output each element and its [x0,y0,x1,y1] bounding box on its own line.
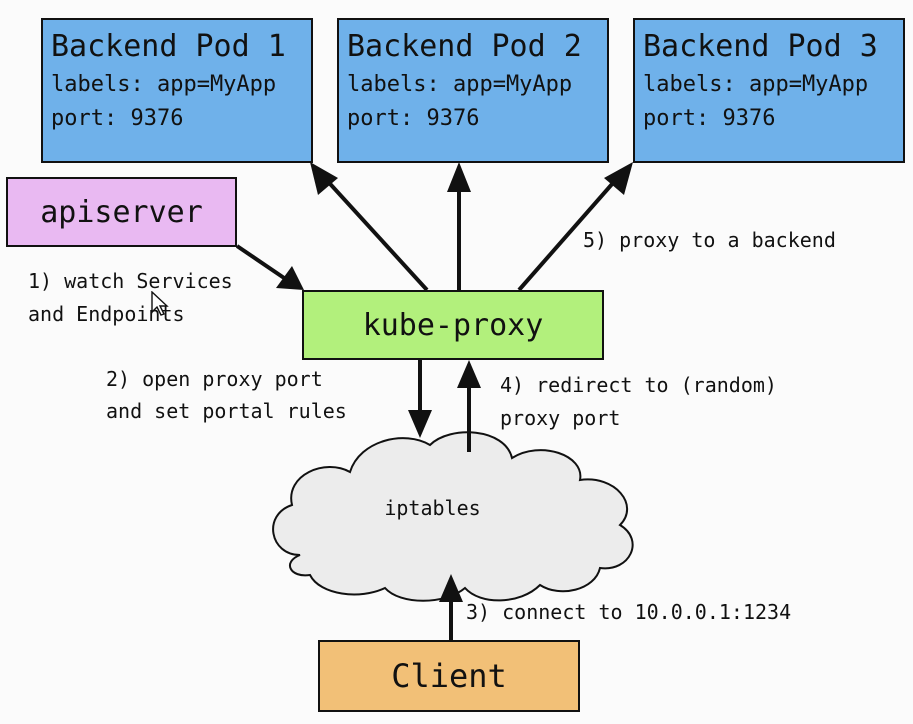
arrowhead-pod2 [447,162,471,192]
step2-label-line2: and set portal rules [106,399,347,423]
step4-label-line2: proxy port [500,406,621,430]
pod-title: Backend Pod 3 [643,29,878,64]
arrowhead-iptables [408,410,432,438]
step5-label: 5) proxy to a backend [583,228,836,252]
step3-label: 3) connect to 10.0.0.1:1234 [466,600,792,624]
kube-proxy-label: kube-proxy [362,307,544,343]
client-node: Client [318,640,580,712]
backend-pod-3: Backend Pod 3 labels: app=MyApp port: 93… [633,18,905,163]
pod-labels: labels: app=MyApp [347,72,573,97]
arrowhead-iptables-from-client [439,574,463,602]
backend-pod-1: Backend Pod 1 labels: app=MyApp port: 93… [41,18,313,163]
pod-title: Backend Pod 2 [347,29,582,64]
backend-pod-2: Backend Pod 2 labels: app=MyApp port: 93… [337,18,609,163]
arrow-proxy-to-pod1 [320,173,429,292]
pod-labels: labels: app=MyApp [643,72,869,97]
arrowhead-proxy-from-iptables [457,360,481,388]
client-label: Client [391,657,507,695]
pod-labels: labels: app=MyApp [51,72,277,97]
iptables-cloud-shape [272,431,634,602]
pod-port: port: 9376 [643,106,776,131]
pod-port: port: 9376 [347,106,480,131]
arrow-proxy-to-pod3 [517,173,622,292]
step1-label-line1: 1) watch Services [28,269,233,293]
arrowhead-proxy-from-api [276,266,304,290]
arrowhead-pod1 [310,162,338,195]
arrow-apiserver-to-proxy [235,244,292,284]
step2-label-line1: 2) open proxy port [106,367,323,391]
pod-port: port: 9376 [51,106,184,131]
arrowhead-pod3 [604,162,633,195]
iptables-label: iptables [384,496,481,520]
mouse-cursor-icon [151,291,169,316]
apiserver-label: apiserver [40,194,203,230]
step4-label-line1: 4) redirect to (random) [500,373,777,397]
pod-title: Backend Pod 1 [51,29,286,64]
kube-proxy-node: kube-proxy [302,290,604,360]
apiserver-node: apiserver [6,177,237,247]
